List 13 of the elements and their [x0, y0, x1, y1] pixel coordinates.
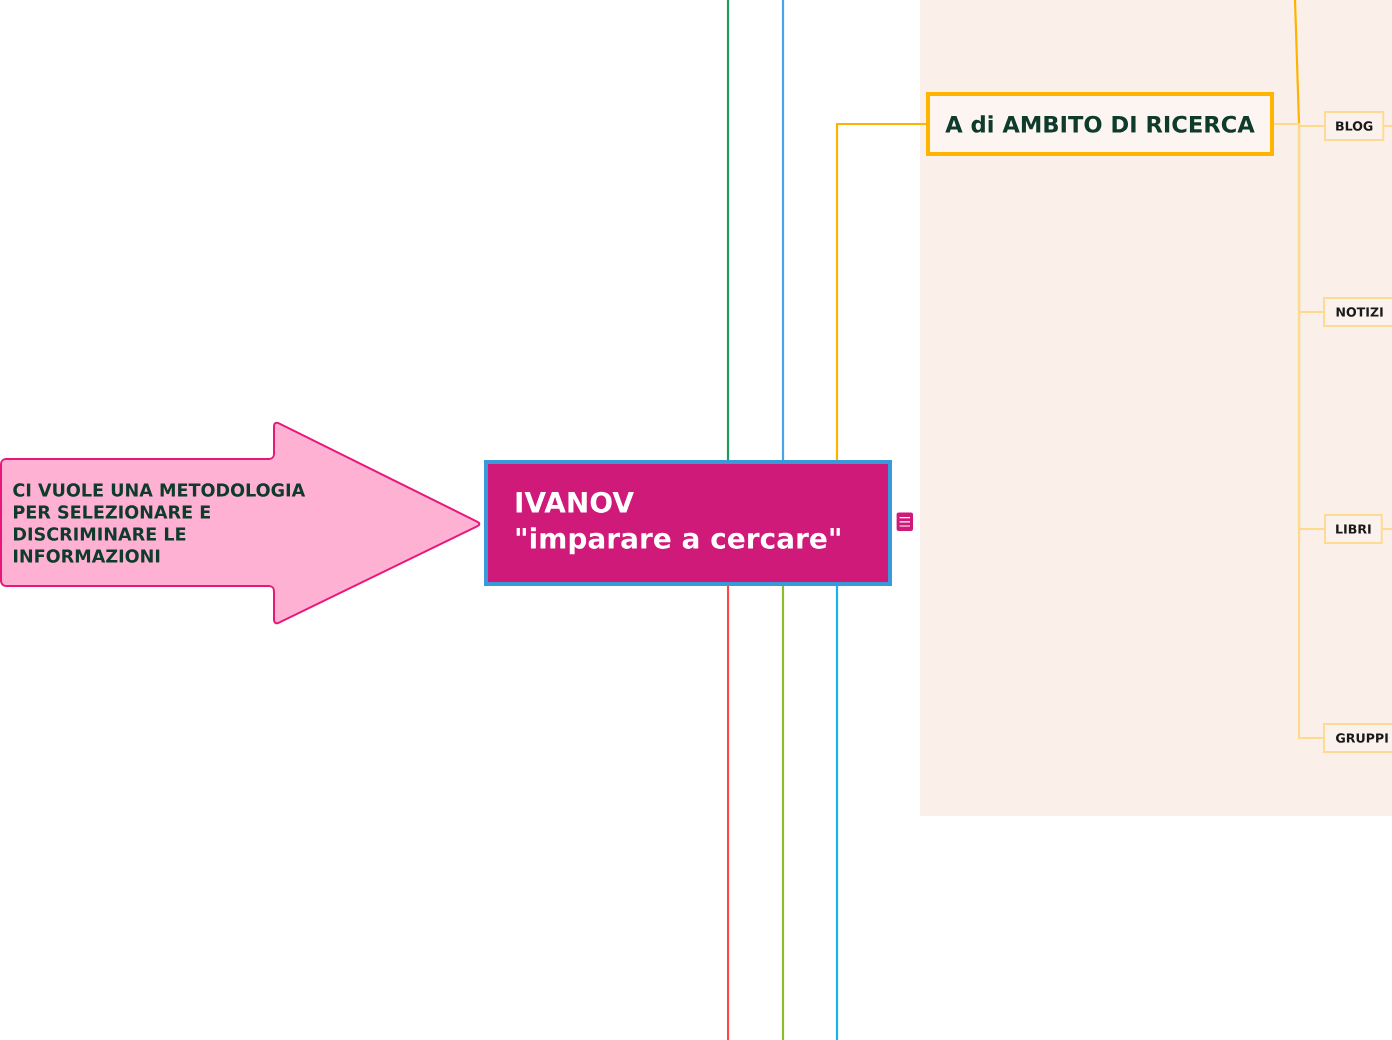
- connector-line: [835, 586, 839, 1040]
- connector-line: [1293, 0, 1301, 125]
- arrow-callout: CI VUOLE UNA METODOLOGIA PER SELEZIONARE E DISCRIMINARE LE INFORMAZIONI: [0, 421, 481, 625]
- topic-box: A di AMBITO DI RICERCA: [926, 92, 1274, 156]
- connector-line: [781, 586, 785, 1040]
- connector-line: [726, 586, 730, 1040]
- central-topic-box: IVANOV "imparare a cercare": [484, 460, 892, 586]
- connector-line: [835, 122, 926, 460]
- connector-line: [1382, 527, 1392, 531]
- connector-line: [781, 0, 785, 460]
- connector-line: [1384, 124, 1392, 128]
- connector-line: [1274, 122, 1324, 128]
- connector-line: [726, 0, 730, 460]
